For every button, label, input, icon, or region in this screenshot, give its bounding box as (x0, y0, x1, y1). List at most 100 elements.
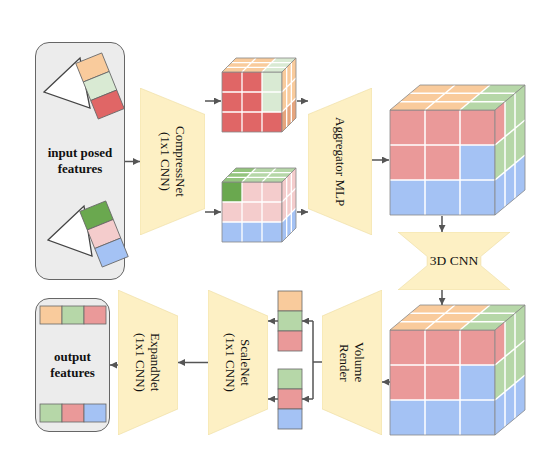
block-label: ScaleNet (238, 333, 253, 392)
camera-frustum (48, 206, 92, 256)
flow-arrow (297, 100, 308, 102)
flow-arrow (302, 398, 313, 400)
feature-stack (76, 53, 124, 119)
cube-grid (390, 110, 495, 215)
block-label: ExpandNet (148, 333, 163, 392)
cube-edge (390, 85, 525, 110)
feature-volume (390, 85, 525, 215)
cube-grid (222, 168, 296, 182)
feature-stack (278, 291, 302, 351)
cube-grid (390, 330, 495, 435)
cube-face (390, 110, 495, 215)
feature-cell (278, 389, 302, 409)
flow-arrow (205, 100, 221, 102)
cube-cell (390, 85, 525, 110)
cube-grid (495, 305, 525, 435)
cube-edge (222, 58, 296, 72)
camera-frustum (44, 58, 90, 108)
flow-arrow (372, 159, 389, 161)
cube-cell (460, 145, 495, 180)
cube-face (222, 168, 296, 182)
cube-cell (495, 102, 505, 145)
block-shape (208, 290, 268, 435)
network-block: CompressNet(1x1 CNN) (140, 88, 205, 235)
cube-cell (222, 222, 282, 242)
block-shape (118, 290, 178, 435)
cube-cell (460, 85, 525, 110)
block-label: (1x1 CNN) (223, 333, 238, 392)
cube-cell (495, 375, 525, 435)
cube-grid (390, 305, 525, 330)
feature-cell (87, 219, 120, 248)
cube-face (495, 305, 525, 435)
cube-edge (222, 168, 296, 182)
cube-cell (460, 305, 525, 330)
feature-volume (222, 168, 296, 242)
network-block: ExpandNet(1x1 CNN) (118, 290, 178, 435)
block-shape (398, 232, 510, 290)
cube-cell (222, 168, 296, 182)
cube-edge (495, 85, 525, 215)
cube-cell (282, 98, 296, 132)
box-label: 3D CNN (430, 253, 478, 269)
feature-cell (278, 409, 302, 429)
feature-cell (84, 306, 106, 324)
cube-face (222, 58, 296, 72)
flow-arrow (178, 362, 208, 364)
cube-edge (222, 72, 282, 132)
cube-cell (242, 168, 296, 182)
cube-cell (222, 182, 242, 202)
cube-edge (390, 305, 525, 330)
cube-grid (495, 85, 525, 215)
box-label: output features (38, 349, 108, 381)
feature-cell (278, 369, 302, 389)
flow-arrow (297, 211, 308, 213)
cube-edge (282, 168, 296, 242)
cube-cell (282, 168, 296, 222)
cube-cell (222, 58, 296, 72)
block-shape (308, 88, 372, 235)
cube-cell (282, 58, 296, 132)
feature-cell (95, 238, 128, 267)
cube-cell (282, 208, 296, 242)
flow-arrow (205, 211, 221, 213)
feature-cell (278, 331, 302, 351)
feature-cell (62, 404, 84, 422)
network-block: ScaleNet(1x1 CNN) (208, 290, 268, 435)
input-box: input posed features (35, 42, 125, 280)
cube-face (222, 182, 282, 242)
cube-face (390, 305, 525, 330)
block-shape (140, 88, 205, 235)
split-line (313, 321, 322, 399)
feature-cell (91, 90, 124, 119)
cube-cell (262, 58, 296, 72)
cube-cell (390, 330, 495, 400)
cube-face (282, 168, 296, 242)
cube-grid (222, 72, 282, 132)
feature-volume (222, 58, 296, 132)
cube-edge (495, 305, 525, 435)
feature-cell (83, 71, 116, 100)
flow-arrow (441, 216, 443, 232)
cube-cell (222, 182, 282, 222)
flow-arrows (205, 101, 442, 399)
feature-cell (62, 306, 84, 324)
cube-face (390, 330, 495, 435)
cube-face (390, 85, 525, 110)
feature-cell (76, 53, 109, 82)
cube-face (282, 58, 296, 132)
cube-edge (390, 330, 495, 435)
cube-cell (390, 400, 495, 435)
cube-cell (390, 180, 495, 215)
cube-cell (222, 72, 282, 132)
block-label: Volume Render (337, 333, 367, 393)
output-box: output features (35, 298, 110, 432)
feature-stack (80, 201, 128, 267)
feature-cell (84, 404, 106, 422)
feature-cell (278, 291, 302, 311)
block-label: (1x1 CNN) (158, 126, 173, 197)
feature-cell (40, 306, 62, 324)
feature-cell (40, 404, 62, 422)
